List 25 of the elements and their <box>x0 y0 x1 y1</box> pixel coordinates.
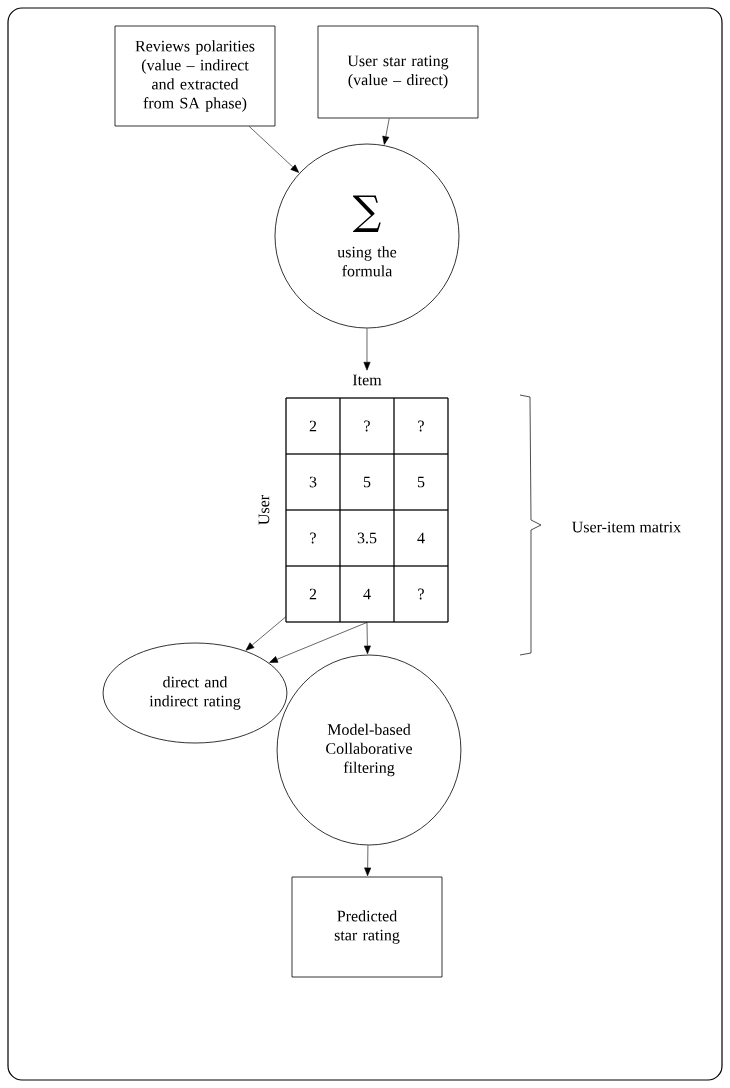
arrow <box>248 126 300 173</box>
matrix-cell: ? <box>393 397 449 455</box>
matrix-cell: 2 <box>285 565 341 623</box>
matrix-cell: ? <box>393 565 449 623</box>
arrow <box>364 845 372 877</box>
matrix-cell: 4 <box>339 565 395 623</box>
arrow <box>245 616 286 651</box>
bracket-label: User-item matrix <box>572 521 681 533</box>
matrix-cell: 4 <box>393 509 449 567</box>
arrow <box>363 328 371 371</box>
arrow <box>382 118 390 145</box>
axis-label: Item <box>352 374 382 386</box>
matrix-cell: 3.5 <box>339 509 395 567</box>
arrow <box>269 622 368 663</box>
axis-label: User <box>258 495 270 525</box>
process-box: Reviews polarities (value – indirect and extracted from SA phase) <box>114 25 276 127</box>
matrix-cell: 3 <box>285 453 341 511</box>
matrix-cell: ? <box>339 397 395 455</box>
process-box: User star rating (value – direct) <box>317 25 479 119</box>
matrix-cell: ? <box>285 509 341 567</box>
matrix-cell: 2 <box>285 397 341 455</box>
arrow <box>363 622 371 655</box>
matrix-cell: 5 <box>393 453 449 511</box>
matrix-cell: 5 <box>339 453 395 511</box>
process-box: Predicted star rating <box>291 876 443 978</box>
